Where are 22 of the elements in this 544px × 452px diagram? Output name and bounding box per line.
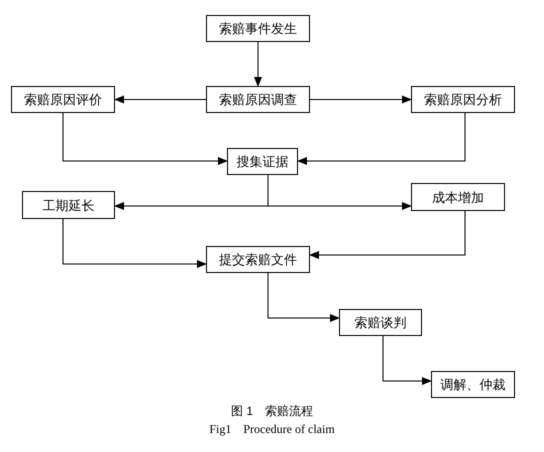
arrow bbox=[297, 112, 466, 165]
arrow bbox=[310, 96, 412, 104]
arrow bbox=[62, 218, 207, 268]
process-box: 搜集证据 bbox=[227, 148, 298, 175]
process-box: 索赔事件发生 bbox=[206, 15, 310, 42]
process-box: 工期延长 bbox=[22, 191, 115, 219]
arrow bbox=[62, 112, 228, 165]
process-box: 索赔原因分析 bbox=[411, 86, 515, 113]
arrow bbox=[309, 210, 466, 259]
arrow bbox=[382, 336, 432, 385]
arrow bbox=[114, 96, 206, 104]
process-box: 索赔原因调查 bbox=[206, 86, 310, 113]
process-box: 成本增加 bbox=[411, 183, 505, 211]
process-box: 调解、仲裁 bbox=[431, 371, 515, 398]
arrow bbox=[268, 174, 412, 210]
process-box: 索赔原因评价 bbox=[11, 86, 115, 113]
arrow bbox=[254, 42, 262, 87]
figure-caption: Fig1 Procedure of claim bbox=[209, 422, 335, 437]
arrow bbox=[268, 272, 340, 322]
process-box: 索赔谈判 bbox=[339, 309, 422, 336]
figure-caption: 图 1 索赔流程 bbox=[230, 404, 313, 419]
process-box: 提交索赔文件 bbox=[206, 246, 310, 273]
